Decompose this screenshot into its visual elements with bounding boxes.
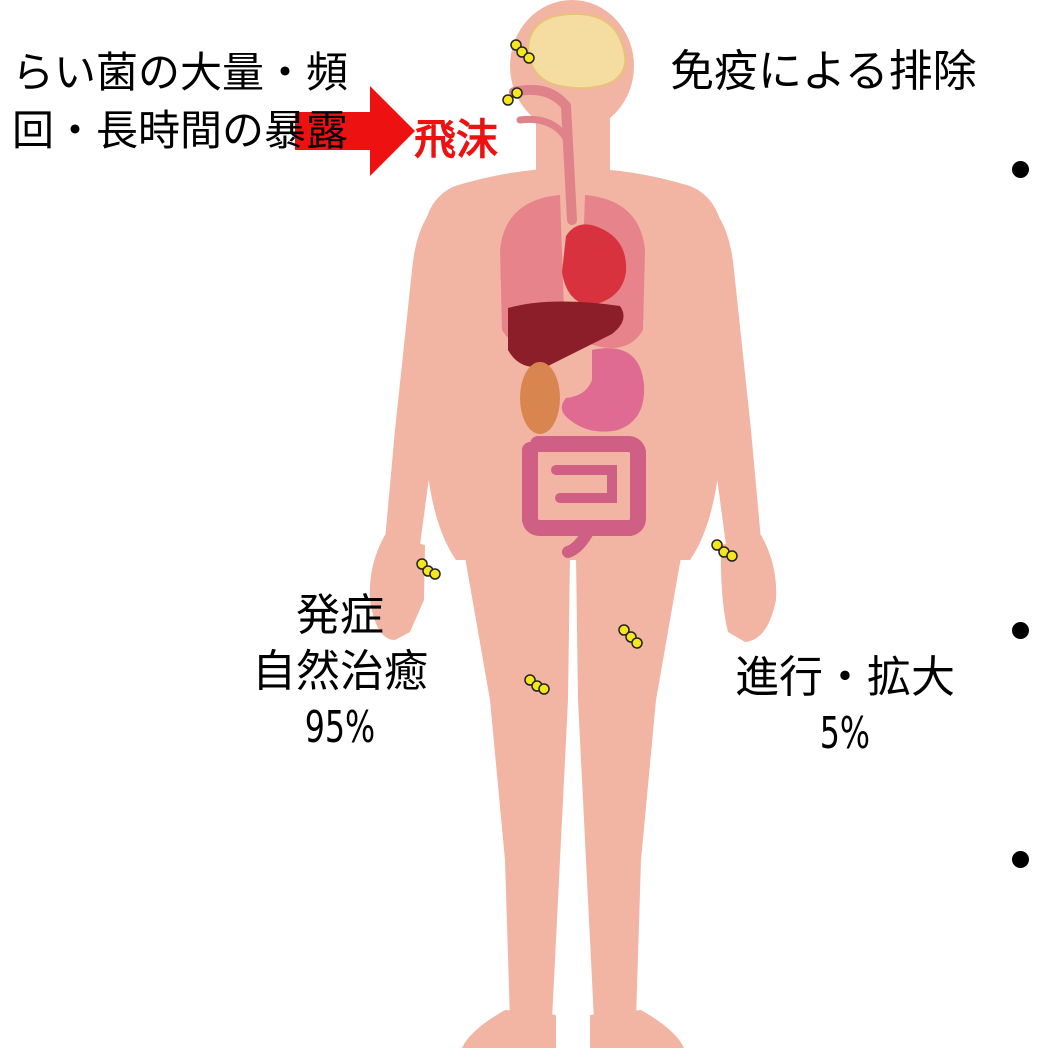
bacteria-cluster bbox=[503, 88, 522, 105]
immune-exclusion-label: 免疫による排除 bbox=[670, 46, 977, 98]
progression-label: 進行・拡大 bbox=[700, 650, 990, 706]
exposure-line-2-occluded: 露 bbox=[306, 106, 348, 155]
onset-natural-cure-block: 発症 自然治癒 95% bbox=[200, 588, 480, 756]
bullet-dot bbox=[1012, 622, 1029, 639]
bullet-dot bbox=[1012, 851, 1029, 868]
natural-cure-percent: 95% bbox=[305, 700, 375, 756]
brain-illustration bbox=[528, 14, 625, 88]
exposure-line-2: 回・長時間の暴露 bbox=[12, 102, 348, 160]
progression-percent: 5% bbox=[820, 706, 870, 762]
onset-label: 発症 bbox=[200, 588, 480, 644]
kidney bbox=[520, 362, 560, 434]
exposure-line-1: らい菌の大量・頻 bbox=[12, 44, 348, 102]
droplet-label: 飛沫 bbox=[414, 106, 498, 167]
bullet-dot bbox=[1012, 161, 1029, 178]
exposure-line-2-visible: 回・長時間の暴 bbox=[12, 106, 306, 155]
natural-cure-label: 自然治癒 bbox=[200, 644, 480, 700]
exposure-text: らい菌の大量・頻 回・長時間の暴露 bbox=[12, 44, 348, 160]
progression-block: 進行・拡大 5% bbox=[700, 650, 990, 762]
